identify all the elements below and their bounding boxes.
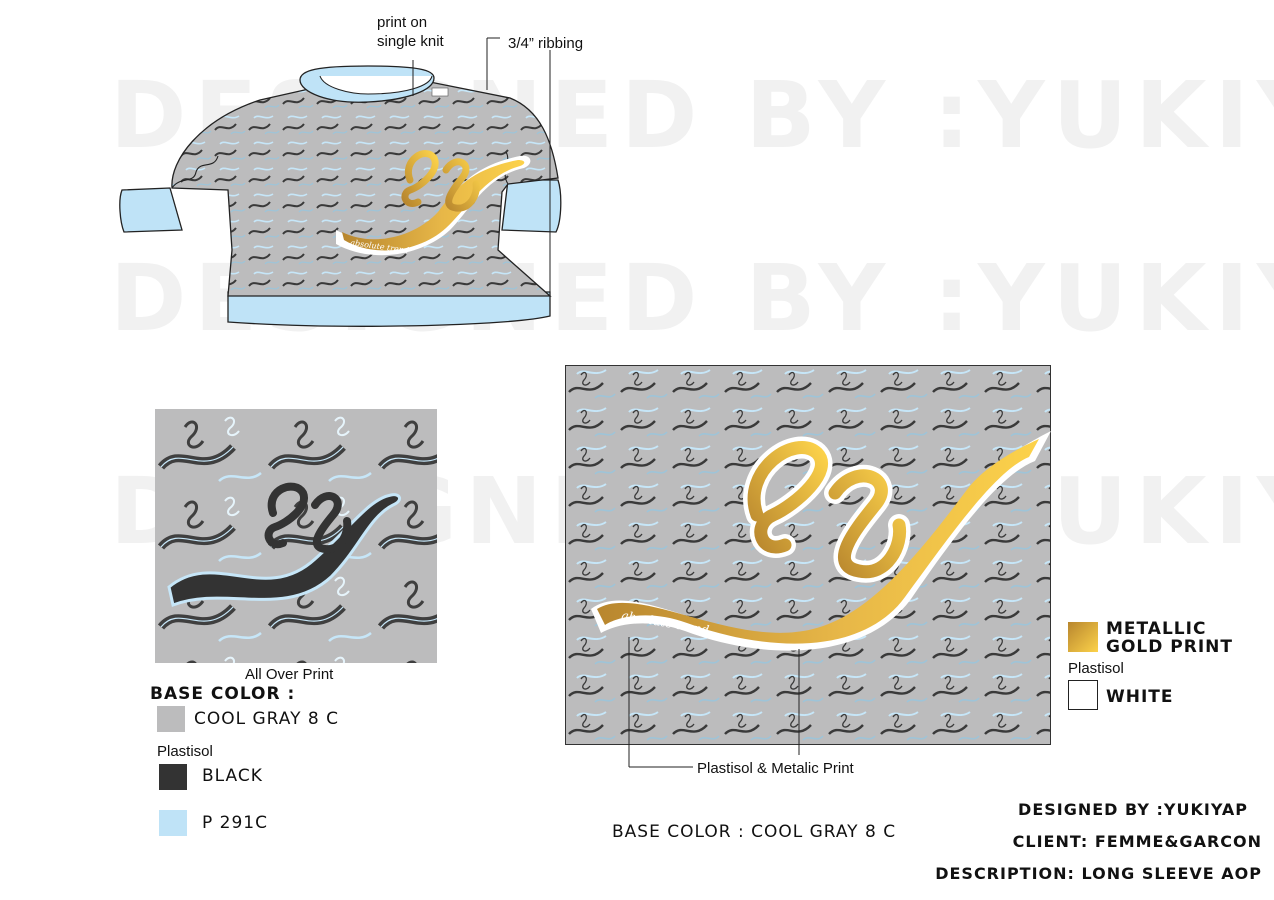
callout-print-line-2: single knit bbox=[377, 33, 444, 50]
placement-callout: Plastisol & Metalic Print bbox=[697, 760, 854, 777]
label-white: WHITE bbox=[1106, 687, 1174, 707]
callout-print-line-1: print on bbox=[377, 14, 428, 31]
callout-print-on-single-knit: print on single knit bbox=[377, 13, 467, 51]
credit-designer: DESIGNED BY :YUKIYAP bbox=[1018, 800, 1248, 819]
swatch-white bbox=[1068, 680, 1098, 710]
swatch-cool-gray bbox=[157, 706, 185, 732]
legend-ink-type: Plastisol bbox=[1068, 660, 1124, 677]
swatch-black bbox=[159, 764, 187, 790]
swatch-metallic-gold bbox=[1068, 622, 1098, 652]
placement-print-panel: absolute trend bbox=[565, 365, 1051, 768]
callout-ribbing: 3/4” ribbing bbox=[508, 35, 584, 52]
label-p291c: P 291C bbox=[202, 813, 268, 833]
credit-client: CLIENT: FEMME&GARCON bbox=[1012, 832, 1262, 851]
aop-ink-type: Plastisol bbox=[157, 743, 213, 760]
garment-sketch: absolute trend bbox=[119, 37, 562, 327]
label-metallic-line-1: METALLIC bbox=[1106, 619, 1207, 639]
label-metallic-line-2: GOLD PRINT bbox=[1106, 637, 1233, 657]
aop-swatch bbox=[155, 409, 437, 663]
swatch-p291c bbox=[159, 810, 187, 836]
credit-description: DESCRIPTION: LONG SLEEVE AOP bbox=[935, 864, 1262, 883]
aop-caption: All Over Print bbox=[245, 666, 334, 683]
label-cool-gray: COOL GRAY 8 C bbox=[194, 709, 339, 729]
placement-base-label: BASE COLOR : COOL GRAY 8 C bbox=[612, 822, 897, 842]
label-metallic-gold: METALLIC GOLD PRINT bbox=[1106, 620, 1233, 656]
label-black: BLACK bbox=[202, 766, 263, 786]
aop-base-heading: BASE COLOR : bbox=[150, 684, 296, 704]
